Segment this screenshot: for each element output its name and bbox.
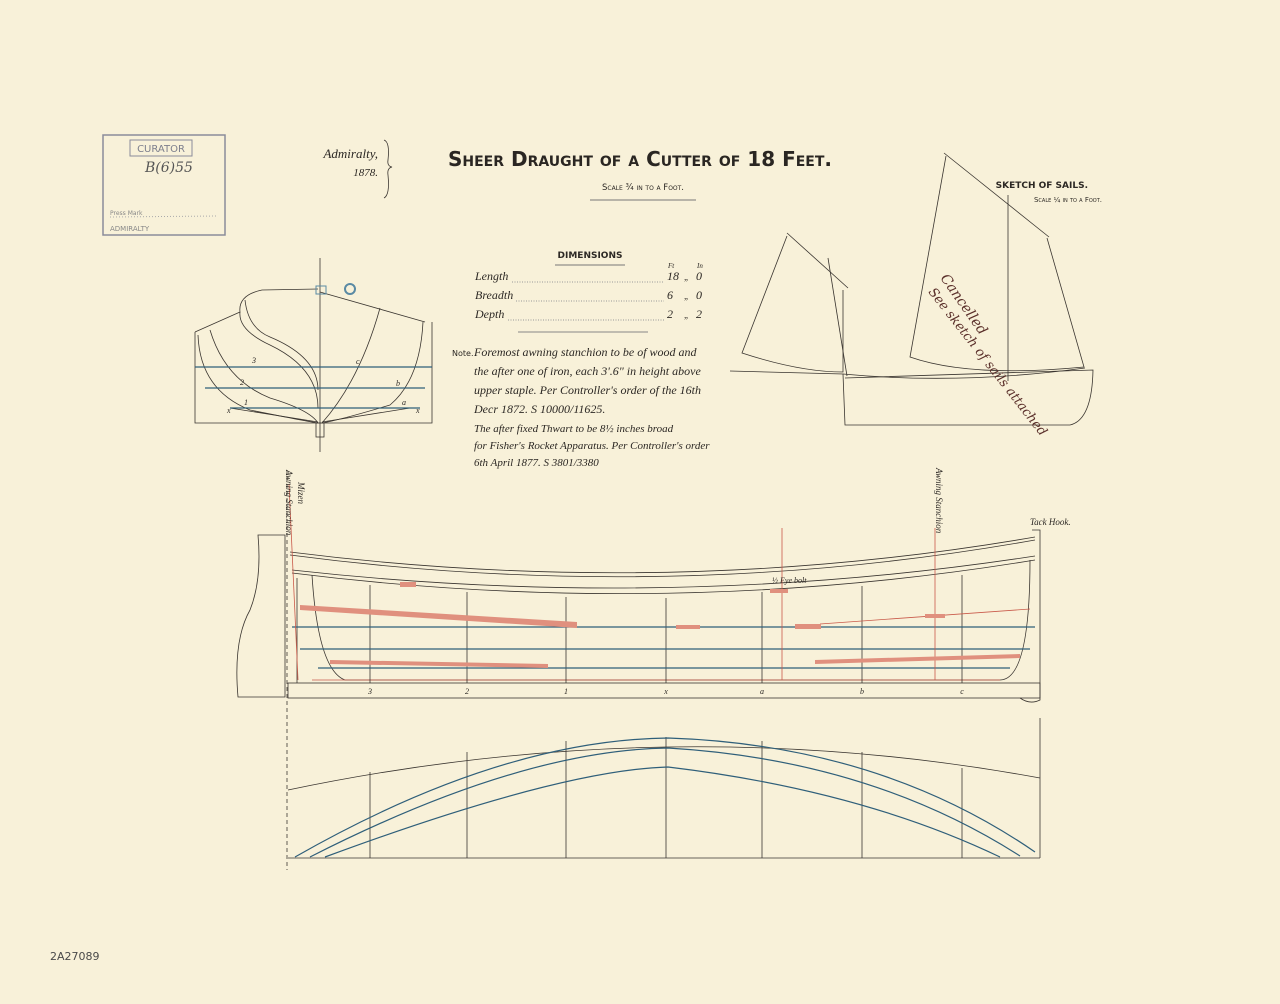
svg-text:2: 2 (240, 378, 244, 387)
station-lines (369, 575, 963, 683)
svg-text:Foremost awning stanchion to b: Foremost awning stanchion to be of wood … (473, 345, 698, 359)
svg-text:0: 0 (696, 269, 702, 283)
note-block: Note. Foremost awning stanchion to be of… (452, 345, 710, 469)
dimension-row-length: Length 18 „ 0 (474, 269, 702, 283)
svg-text:2: 2 (696, 307, 702, 321)
curator-stamp: CURATOR B(6)55 Press Mark ADMIRALTY (102, 134, 226, 236)
col-ft: Ft (667, 262, 675, 270)
svg-text:1: 1 (244, 398, 248, 407)
catalog-number: 2A27089 (50, 950, 100, 963)
station-labels: 3 2 1 x a b c (367, 687, 964, 696)
mizen-label: Mizen (296, 481, 306, 504)
svg-text:the after one of iron, each 3': the after one of iron, each 3'.6" in hei… (474, 364, 701, 378)
svg-text:Decr 1872. S 10000/11625.: Decr 1872. S 10000/11625. (473, 402, 605, 416)
tack-hook-label: Tack Hook. (1030, 517, 1071, 527)
svg-text:18: 18 (667, 269, 679, 283)
dimension-row-depth: Depth 2 „ 2 (474, 307, 702, 321)
svg-text:c: c (960, 687, 964, 696)
svg-text:b: b (860, 687, 864, 696)
svg-text:c: c (356, 357, 360, 366)
svg-text:x: x (663, 687, 668, 696)
sail-sketch: SKETCH OF SAILS. Scale ¼ in to a Foot. C… (729, 152, 1102, 439)
svg-text:The after fixed Thwart to be 8: The after fixed Thwart to be 8½ inches b… (474, 423, 674, 435)
col-in: In (696, 262, 703, 270)
svg-text:for Fisher's Rocket Apparatus.: for Fisher's Rocket Apparatus. Per Contr… (474, 440, 710, 452)
svg-text:a: a (402, 398, 406, 407)
svg-text:0: 0 (696, 288, 702, 302)
svg-text:„: „ (684, 310, 689, 320)
svg-text:6: 6 (667, 288, 673, 302)
svg-text:x: x (226, 406, 231, 415)
svg-text:„: „ (684, 291, 689, 301)
eye-bolt-label: ½ Eye bolt (772, 576, 807, 585)
svg-text:1: 1 (564, 687, 568, 696)
svg-text:„: „ (684, 272, 689, 282)
sails-scale: Scale ¼ in to a Foot. (1034, 196, 1102, 204)
sails-heading: SKETCH OF SAILS. (996, 181, 1088, 191)
stamp-line2: ADMIRALTY (110, 225, 150, 233)
stamp-ref: B(6)55 (144, 160, 193, 176)
see-sketch-annotation: See sketch of sails attached (925, 285, 1050, 439)
svg-text:2: 2 (667, 307, 673, 321)
svg-text:x: x (415, 406, 420, 415)
authority-name: Admiralty, (322, 146, 378, 161)
svg-text:upper staple. Per Controller's: upper staple. Per Controller's order of … (474, 383, 701, 397)
svg-text:Breadth: Breadth (475, 288, 513, 302)
scale-label: Scale ¾ in to a Foot. (602, 183, 684, 193)
svg-text:b: b (396, 379, 400, 388)
thwart-bars (300, 582, 1031, 668)
svg-text:3: 3 (367, 687, 372, 696)
svg-text:Depth: Depth (474, 307, 504, 321)
svg-text:2: 2 (465, 687, 469, 696)
svg-text:6th April 1877. S 3801/3380: 6th April 1877. S 3801/3380 (474, 457, 599, 469)
awning-stanchion-fwd-label: Awning Stanchion (934, 467, 944, 534)
dimensions-heading: DIMENSIONS (558, 251, 623, 261)
stamp-label: CURATOR (137, 144, 185, 155)
authority-year: 1878. (353, 167, 378, 179)
body-plan: 3 2 1 c b a x x (194, 258, 433, 452)
note-prefix: Note. (452, 349, 473, 358)
svg-text:Length: Length (474, 269, 508, 283)
awning-stanchion-aft-label: Awning Stanchion (284, 469, 294, 536)
stamp-line1: Press Mark (110, 210, 143, 217)
sheer-plan: Mizen Awning Stanchion Awning Stanchion … (236, 467, 1071, 870)
dimensions-table: DIMENSIONS Ft In Length 18 „ 0 Breadth 6… (474, 251, 703, 333)
page-title: Sheer Draught of a Cutter of 18 Feet. (448, 147, 832, 171)
svg-text:3: 3 (251, 356, 256, 365)
half-breadth-plan (287, 718, 1041, 859)
svg-text:a: a (760, 687, 764, 696)
brace (383, 139, 393, 199)
rowlock-fitting (315, 283, 356, 295)
dimension-row-breadth: Breadth 6 „ 0 (475, 288, 702, 302)
